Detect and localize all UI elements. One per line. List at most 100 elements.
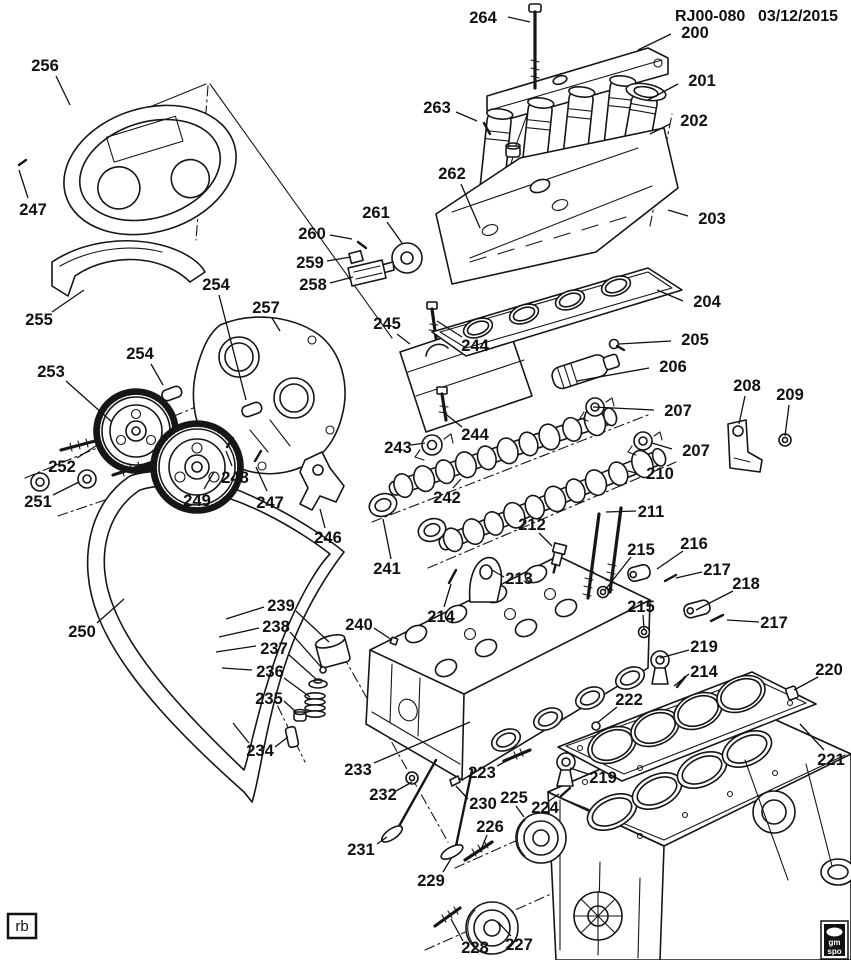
leader-line-244 bbox=[442, 411, 463, 428]
callout-257: 257 bbox=[252, 299, 280, 317]
callout-245: 245 bbox=[373, 315, 401, 333]
callout-234: 234 bbox=[246, 742, 274, 760]
valve-art bbox=[380, 758, 474, 860]
callout-263: 263 bbox=[423, 99, 451, 117]
cover-screw-art bbox=[17, 158, 28, 167]
leader-line-239 bbox=[225, 606, 265, 620]
leader-line-201 bbox=[647, 83, 679, 101]
lower-cover-art bbox=[51, 240, 206, 297]
leader-line-235 bbox=[283, 700, 297, 713]
callout-200: 200 bbox=[681, 24, 709, 42]
callout-209: 209 bbox=[776, 386, 804, 404]
callout-225: 225 bbox=[500, 789, 528, 807]
callout-248: 248 bbox=[221, 469, 249, 487]
leader-line-264 bbox=[507, 16, 531, 23]
leader-line-233 bbox=[373, 721, 471, 764]
callout-258: 258 bbox=[299, 276, 327, 294]
gm-logo-line2: spo bbox=[827, 947, 841, 956]
bracket-art bbox=[727, 419, 792, 473]
head-gasket-art bbox=[557, 671, 817, 782]
leader-line-210 bbox=[627, 470, 637, 474]
leader-line-242 bbox=[452, 478, 462, 489]
callout-207: 207 bbox=[664, 402, 692, 420]
leader-line-254 bbox=[218, 294, 247, 401]
callout-259: 259 bbox=[296, 254, 324, 272]
callout-252: 252 bbox=[48, 458, 76, 476]
leader-line-236 bbox=[283, 677, 311, 698]
actuator-cluster-art bbox=[347, 240, 423, 287]
callout-233: 233 bbox=[344, 761, 372, 779]
callout-262: 262 bbox=[438, 165, 466, 183]
cylinder-head-art bbox=[365, 555, 651, 781]
callout-261: 261 bbox=[362, 204, 390, 222]
leader-line-250 bbox=[96, 598, 125, 624]
leader-line-253 bbox=[65, 380, 113, 423]
callout-235: 235 bbox=[255, 690, 283, 708]
leader-line-240 bbox=[373, 627, 393, 641]
callout-211: 211 bbox=[638, 503, 665, 521]
leader-line-202 bbox=[649, 123, 671, 135]
leader-line-200 bbox=[637, 33, 672, 51]
leader-line-203 bbox=[667, 209, 689, 217]
leader-line-237 bbox=[287, 653, 317, 680]
valve-cover-art bbox=[435, 127, 679, 285]
leader-line-258 bbox=[329, 276, 354, 284]
leader-line-223 bbox=[496, 753, 520, 767]
callout-247: 247 bbox=[19, 201, 47, 219]
leader-line-226 bbox=[479, 834, 488, 853]
author-initials: rb bbox=[15, 918, 28, 935]
callout-215: 215 bbox=[627, 541, 655, 559]
callout-218: 218 bbox=[732, 575, 760, 593]
callout-231: 231 bbox=[347, 841, 375, 859]
engine-line-art bbox=[17, 3, 851, 960]
callout-214: 214 bbox=[690, 663, 718, 681]
leader-line-220 bbox=[793, 676, 819, 691]
leader-line-232 bbox=[395, 781, 413, 792]
leader-line-238 bbox=[218, 627, 260, 638]
leader-line-222 bbox=[596, 706, 618, 724]
callout-241: 241 bbox=[373, 560, 401, 578]
callout-217: 217 bbox=[760, 614, 788, 632]
callout-204: 204 bbox=[693, 293, 721, 311]
callout-216: 216 bbox=[680, 535, 708, 553]
timing-belt-art bbox=[86, 470, 345, 803]
callout-215: 215 bbox=[627, 598, 655, 616]
author-initials-box: rb bbox=[6, 912, 38, 940]
leader-line-213 bbox=[491, 569, 505, 578]
stud-nut-art bbox=[389, 636, 399, 646]
callout-243: 243 bbox=[384, 439, 412, 457]
camshaft-exhaust-art bbox=[438, 447, 667, 553]
callout-230: 230 bbox=[469, 795, 497, 813]
leader-line-247 bbox=[18, 169, 29, 199]
leader-line-225 bbox=[515, 805, 525, 818]
leader-line-262 bbox=[460, 183, 481, 229]
leader-line-260 bbox=[329, 234, 353, 240]
leader-line-248 bbox=[225, 450, 233, 467]
leader-line-239 bbox=[295, 610, 330, 643]
leader-line-212 bbox=[538, 532, 553, 547]
leader-line-263 bbox=[455, 111, 478, 122]
callout-255: 255 bbox=[25, 311, 53, 329]
leader-line-208 bbox=[738, 395, 746, 425]
callout-242: 242 bbox=[433, 489, 461, 507]
callout-239: 239 bbox=[267, 597, 295, 615]
camshaft-intake-art bbox=[388, 407, 618, 499]
callout-223: 223 bbox=[468, 764, 496, 782]
leader-line-255 bbox=[51, 289, 85, 313]
timing-cover-art bbox=[192, 316, 346, 475]
callout-208: 208 bbox=[733, 377, 761, 395]
callout-213: 213 bbox=[505, 570, 533, 588]
leader-line-204 bbox=[656, 289, 684, 302]
gm-logo: gm spo bbox=[820, 920, 849, 960]
callout-246: 246 bbox=[314, 529, 342, 547]
leader-line-218 bbox=[695, 590, 734, 611]
callout-264: 264 bbox=[469, 9, 497, 27]
leader-line-238 bbox=[289, 631, 322, 668]
leader-line-219 bbox=[659, 649, 690, 659]
callout-224: 224 bbox=[531, 799, 559, 817]
leader-line-217 bbox=[726, 619, 760, 623]
leader-line-209 bbox=[784, 404, 790, 437]
leader-line-252 bbox=[76, 443, 100, 459]
belt-tensioner-art bbox=[299, 451, 345, 511]
